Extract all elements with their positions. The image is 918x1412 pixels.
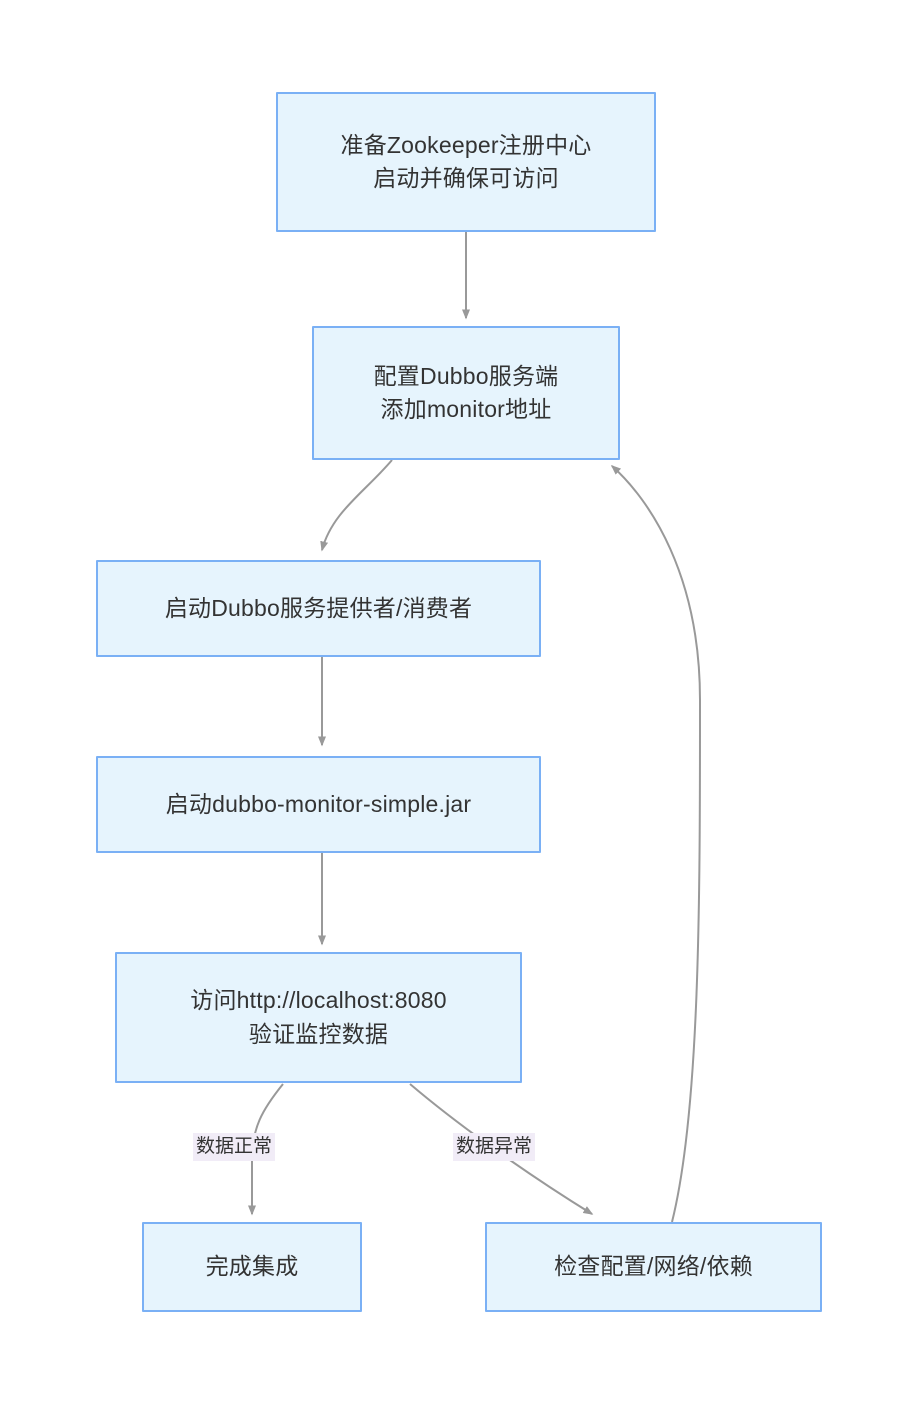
edge-label-data-normal: 数据正常	[193, 1133, 276, 1161]
node-label: 访问http://localhost:8080 验证监控数据	[190, 987, 447, 1047]
node-integration-complete[interactable]: 完成集成	[142, 1222, 362, 1312]
node-configure-dubbo-server[interactable]: 配置Dubbo服务端 添加monitor地址	[312, 326, 620, 460]
node-label: 启动Dubbo服务提供者/消费者	[164, 594, 473, 621]
node-label: 检查配置/网络/依赖	[554, 1253, 753, 1280]
node-label: 完成集成	[205, 1253, 299, 1280]
node-label: 准备Zookeeper注册中心 启动并确保可访问	[340, 131, 592, 191]
node-verify-monitor-data[interactable]: 访问http://localhost:8080 验证监控数据	[115, 952, 522, 1083]
node-label: 启动dubbo-monitor-simple.jar	[165, 790, 472, 817]
node-start-provider-consumer[interactable]: 启动Dubbo服务提供者/消费者	[96, 560, 541, 657]
node-label: 配置Dubbo服务端 添加monitor地址	[373, 362, 559, 422]
edge-n2-n3	[320, 459, 393, 552]
node-prepare-zookeeper[interactable]: 准备Zookeeper注册中心 启动并确保可访问	[276, 92, 656, 232]
edge-n7-n2	[610, 464, 702, 1223]
node-start-monitor-jar[interactable]: 启动dubbo-monitor-simple.jar	[96, 756, 541, 853]
edge-label-data-abnormal: 数据异常	[453, 1133, 536, 1161]
node-check-config-network-deps[interactable]: 检查配置/网络/依赖	[485, 1222, 822, 1312]
